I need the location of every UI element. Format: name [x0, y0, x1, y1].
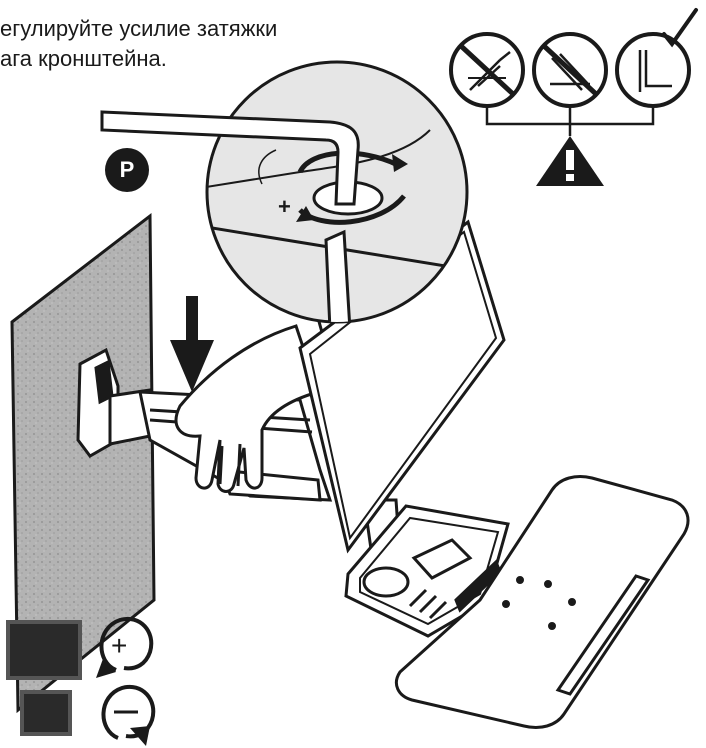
- correct-angle-icon: [615, 8, 698, 108]
- svg-text:+: +: [278, 194, 291, 219]
- caption-line-2: ага кронштейна.: [0, 46, 167, 71]
- tension-decrease-icon: [101, 684, 156, 746]
- down-arrow-icon: [170, 296, 214, 392]
- wall-bracket: [76, 347, 152, 458]
- tension-increase-legend: +: [6, 616, 154, 680]
- wall: [10, 212, 156, 714]
- caption-line-1: егулируйте усилие затяжки: [0, 16, 278, 41]
- hand: [174, 324, 320, 493]
- wrong-angle-icon: [532, 32, 608, 108]
- step-badge: P: [105, 148, 149, 192]
- tension-decrease-legend: [20, 684, 156, 746]
- wrong-angle-icon: [449, 32, 525, 108]
- tension-increase-icon: +: [96, 616, 154, 678]
- instruction-caption: егулируйте усилие затяжки ага кронштейна…: [0, 14, 277, 74]
- accessory-tray: [344, 504, 510, 638]
- warning-icon: [536, 136, 604, 186]
- svg-text:+: +: [111, 630, 127, 661]
- angle-icons-group: [449, 8, 698, 186]
- checkmark-icon: [662, 8, 698, 48]
- keyboard-platform: [395, 475, 690, 729]
- allen-key: [100, 110, 360, 206]
